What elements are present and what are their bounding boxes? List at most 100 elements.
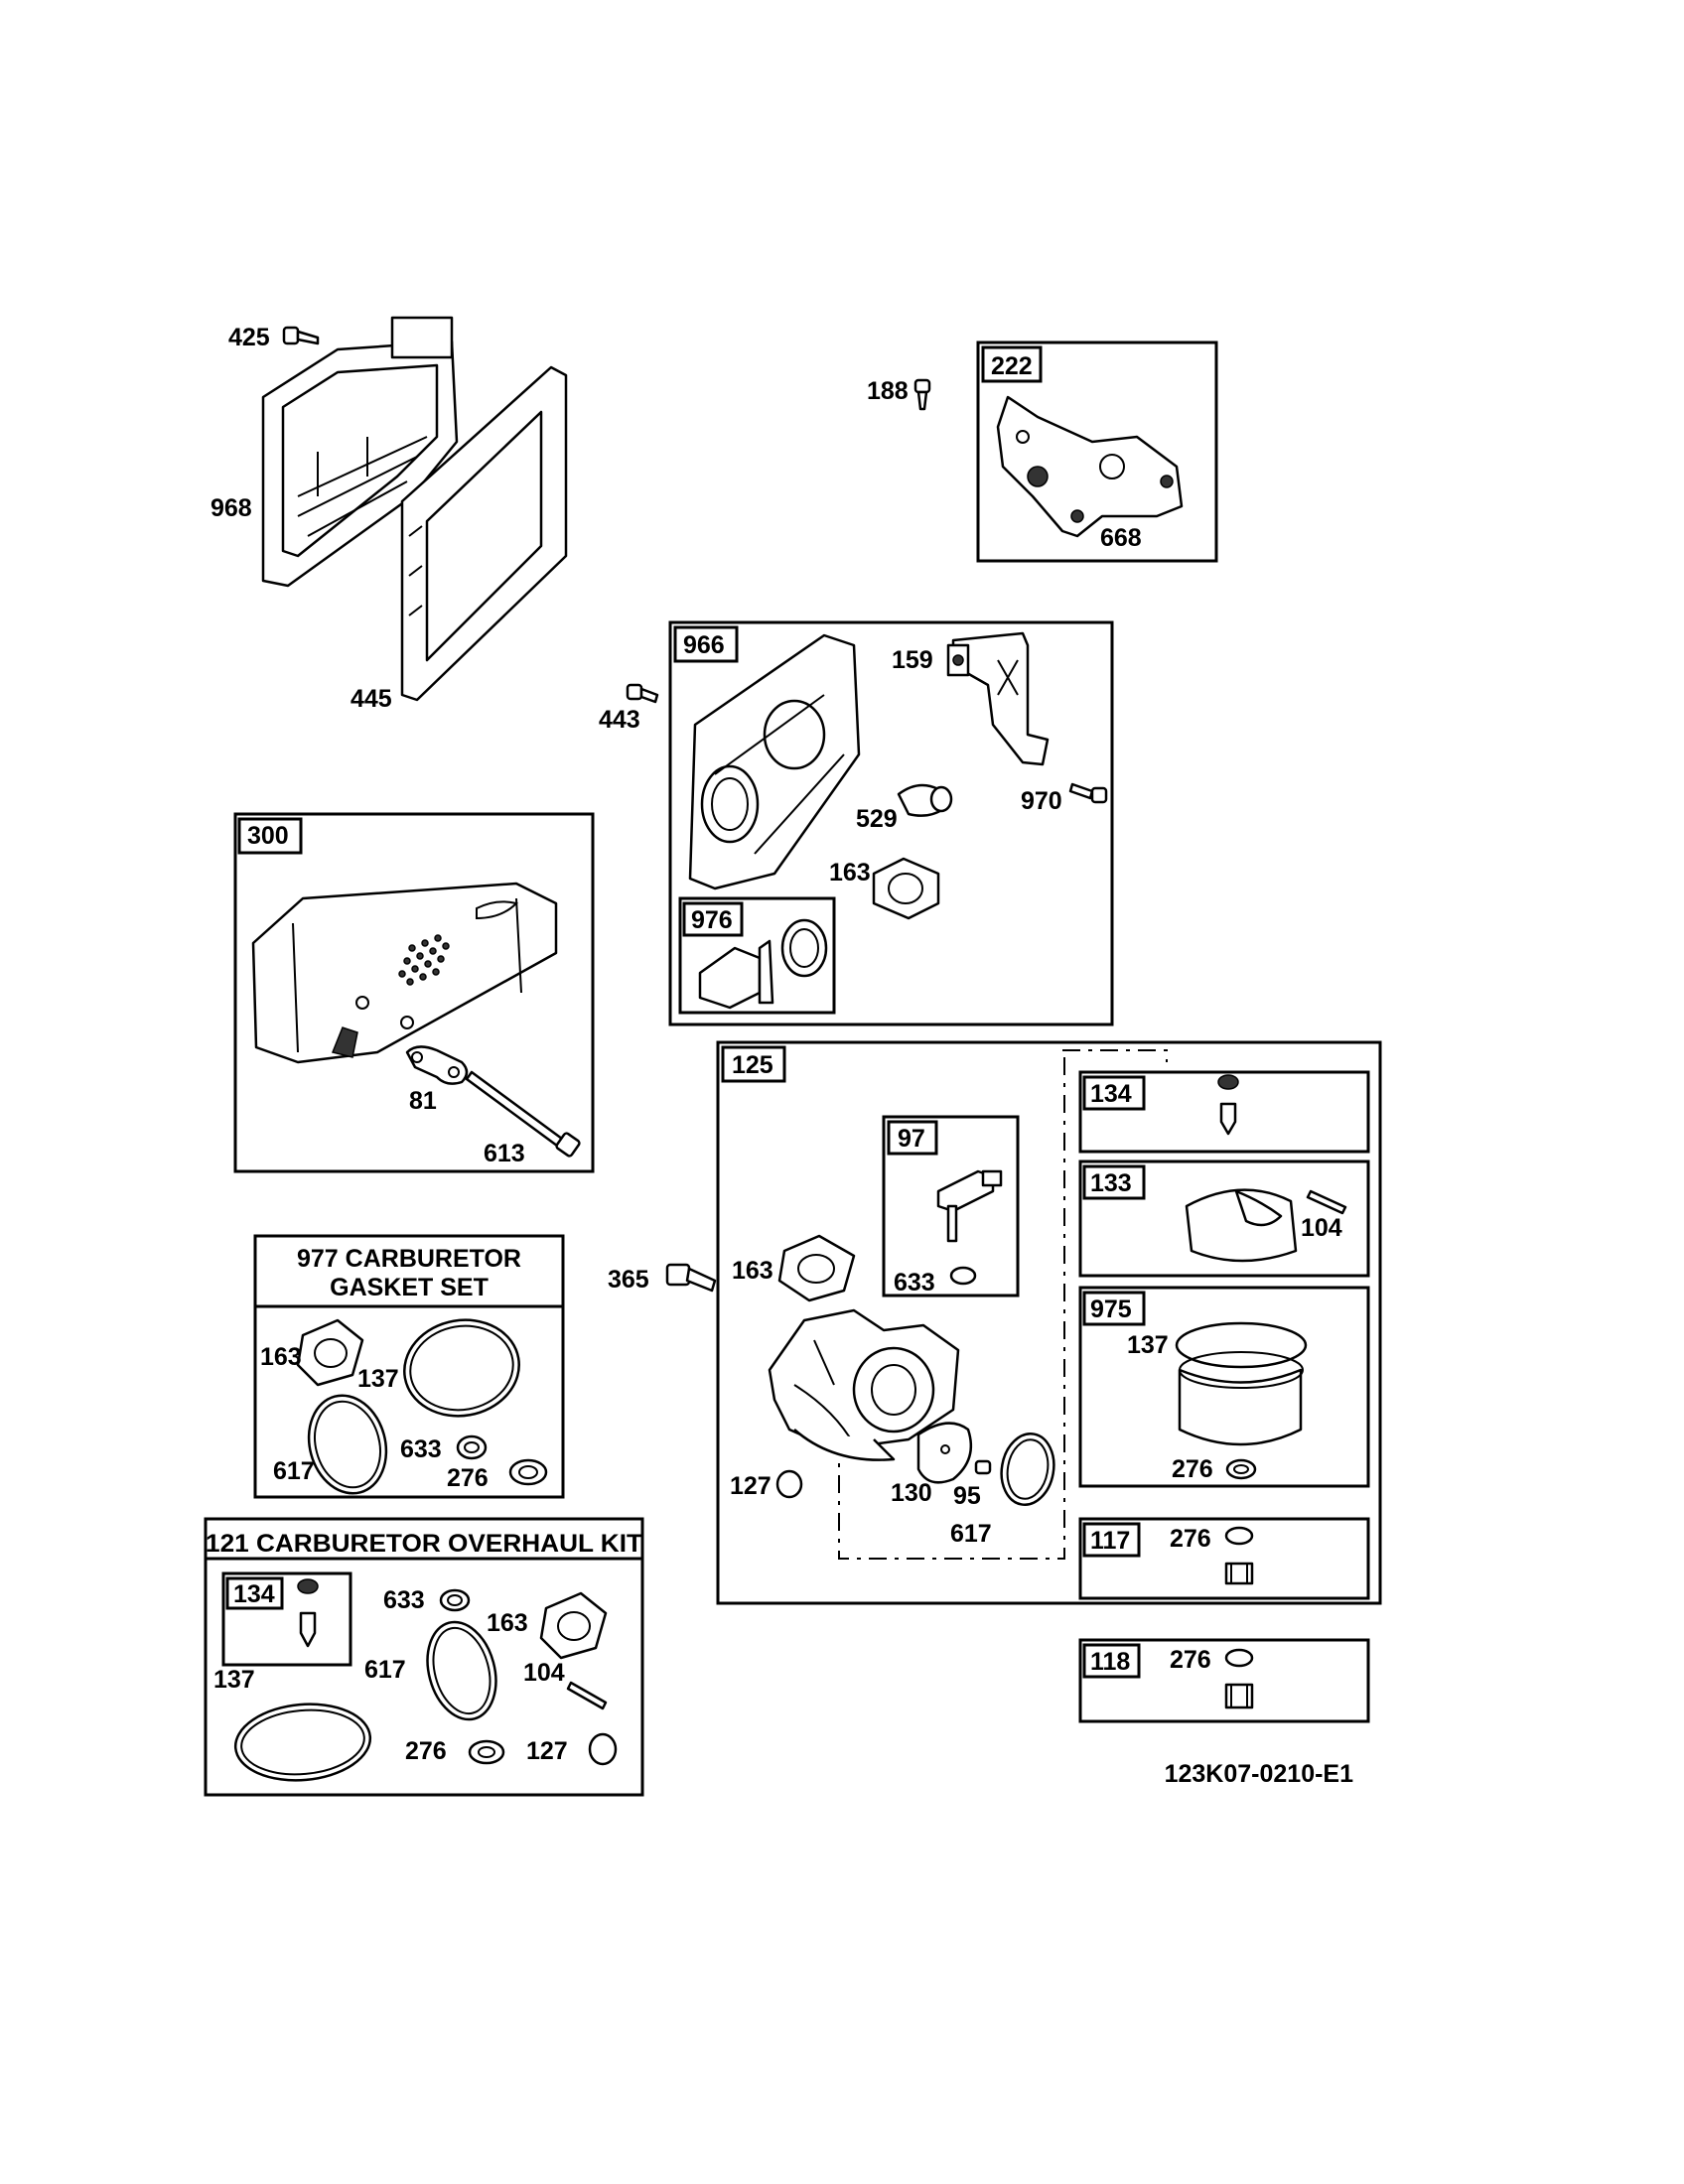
callout-137-b: 137	[357, 1365, 399, 1393]
pin-104-b	[566, 1681, 608, 1710]
callout-130: 130	[891, 1479, 932, 1507]
o-ring-617-a	[1000, 1433, 1055, 1506]
callout-104-a: 104	[1301, 1214, 1342, 1242]
pin-104-a	[1306, 1189, 1347, 1215]
box-222-tag	[981, 345, 1043, 383]
screw-188	[913, 378, 931, 411]
gasket-163-b	[777, 1234, 856, 1302]
o-ring-617-b	[307, 1394, 388, 1495]
gasket-163-c	[296, 1318, 364, 1387]
washer-276-d	[508, 1458, 548, 1486]
bolt-613	[465, 1070, 581, 1158]
gasket-81	[405, 1045, 469, 1085]
callout-133: 133	[1090, 1169, 1132, 1197]
callout-81: 81	[409, 1087, 437, 1115]
callout-617-c: 617	[364, 1656, 406, 1684]
elbow-529	[897, 783, 953, 817]
callout-966: 966	[683, 631, 725, 659]
callout-276-d: 276	[447, 1464, 489, 1492]
box-125-tag	[721, 1045, 786, 1083]
callout-365: 365	[608, 1266, 649, 1294]
needle-valve-134-b	[297, 1578, 319, 1648]
callout-163-a: 163	[829, 859, 871, 887]
bolt-365	[665, 1263, 717, 1293]
callout-613: 613	[484, 1140, 525, 1167]
welch-plug-127-a	[775, 1469, 803, 1499]
callout-975: 975	[1090, 1296, 1132, 1323]
callout-276-b: 276	[1170, 1525, 1211, 1553]
callout-163-b: 163	[732, 1257, 773, 1285]
callout-134-b: 134	[233, 1580, 275, 1608]
callout-118: 118	[1090, 1648, 1130, 1676]
small-clip-159	[946, 643, 970, 677]
box-134-a-tag	[1082, 1075, 1146, 1111]
dashed-group-outline	[838, 1049, 1168, 1560]
washer-276-e	[468, 1739, 505, 1765]
callout-127-b: 127	[526, 1737, 568, 1765]
carburetor-base-966	[688, 633, 861, 890]
callout-163-c: 163	[260, 1343, 302, 1371]
callout-137-a: 137	[1127, 1331, 1169, 1359]
float-needle-97	[936, 1169, 1003, 1286]
washer-633-b	[456, 1434, 488, 1460]
callout-97: 97	[898, 1125, 925, 1153]
callout-668: 668	[1100, 524, 1142, 552]
bracket-159	[951, 631, 1050, 766]
gasket-163-d	[539, 1591, 608, 1660]
box-97-tag	[887, 1120, 938, 1156]
callout-163-d: 163	[487, 1609, 528, 1637]
callout-300: 300	[247, 822, 289, 850]
screw-443	[626, 683, 659, 704]
drawing-code: 123K07-0210-E1	[1165, 1760, 1354, 1788]
callout-276-a: 276	[1172, 1455, 1213, 1483]
callout-445: 445	[351, 685, 392, 713]
float-133	[1185, 1188, 1298, 1263]
gasket-163-a	[872, 857, 940, 920]
callout-633-b: 633	[400, 1435, 442, 1463]
screw-425	[282, 326, 320, 345]
air-cleaner-base-968	[261, 316, 459, 588]
callout-117: 117	[1090, 1527, 1130, 1555]
callout-127-a: 127	[730, 1472, 772, 1500]
gasket-set-title-line1: 977 CARBURETOR	[297, 1245, 521, 1273]
callout-276-c: 276	[1170, 1646, 1211, 1674]
box-133-tag	[1082, 1164, 1146, 1200]
callout-529: 529	[856, 805, 898, 833]
throttle-plate-130	[916, 1422, 973, 1484]
o-ring-137-b	[403, 1318, 520, 1418]
box-966-tag	[673, 625, 739, 663]
welch-plug-127-b	[588, 1732, 618, 1766]
box-117-tag	[1082, 1522, 1141, 1558]
callout-276-e: 276	[405, 1737, 447, 1765]
box-134-b-tag	[225, 1576, 284, 1610]
callout-104-b: 104	[523, 1659, 565, 1687]
screw-95	[974, 1459, 992, 1475]
callout-labels: 425 968 445 188 222 668 966 159 443 529 …	[210, 324, 1342, 1765]
callout-633-c: 633	[383, 1586, 425, 1614]
callout-617-b: 617	[273, 1457, 315, 1485]
box-300-tag	[237, 817, 303, 855]
washer-276-a	[1225, 1458, 1257, 1480]
callout-159: 159	[892, 646, 933, 674]
bowl-nut-117	[1224, 1526, 1254, 1585]
washer-633-c	[439, 1588, 471, 1612]
callout-617-a: 617	[950, 1520, 992, 1548]
callout-970: 970	[1021, 787, 1062, 815]
callout-222: 222	[991, 352, 1033, 380]
callout-425: 425	[228, 324, 270, 351]
callout-443: 443	[599, 706, 640, 734]
carburetor-body-125	[768, 1308, 960, 1461]
muffler-300	[251, 882, 558, 1064]
callout-188: 188	[867, 377, 909, 405]
callout-976: 976	[691, 906, 733, 934]
float-bowl-975	[1175, 1321, 1308, 1446]
callout-134-a: 134	[1090, 1080, 1132, 1108]
callout-95: 95	[953, 1482, 981, 1510]
o-ring-137-c	[233, 1703, 372, 1782]
box-118-tag	[1082, 1643, 1141, 1679]
gasket-set-title-line2: GASKET SET	[330, 1274, 489, 1301]
o-ring-617-c	[426, 1620, 497, 1721]
callout-633-a: 633	[894, 1269, 935, 1297]
callout-968: 968	[210, 494, 252, 522]
box-976-tag	[682, 901, 744, 937]
